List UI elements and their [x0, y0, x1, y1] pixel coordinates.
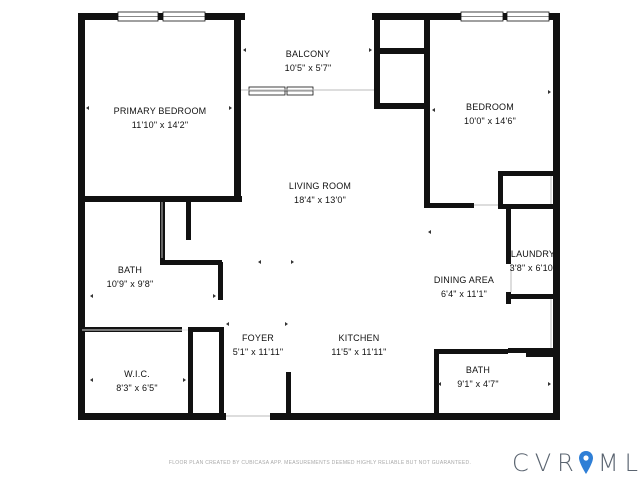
- room-label-foyer: FOYER 5'1" x 11'11": [233, 331, 284, 359]
- room-label-primary-bedroom: PRIMARY BEDROOM 11'10" x 14'2": [114, 104, 207, 132]
- room-dimensions: 11'5" x 11'11": [331, 347, 387, 357]
- room-name: LIVING ROOM: [288, 181, 352, 191]
- dimension-ticks: [86, 48, 551, 386]
- cvr-mls-logo: CVR MLS: [512, 449, 640, 477]
- disclaimer-text: FLOOR PLAN CREATED BY CUBICASA APP. MEAS…: [168, 460, 472, 466]
- room-label-living-room: LIVING ROOM 18'4" x 13'0": [289, 179, 351, 207]
- room-label-kitchen: KITCHEN 11'5" x 11'11": [331, 331, 386, 359]
- room-dimensions: 9'1" x 4'7": [457, 379, 499, 389]
- room-name: FOYER: [241, 333, 274, 343]
- room-name: BALCONY: [285, 49, 331, 59]
- room-label-laundry: LAUNDRY 3'8" x 6'10": [510, 247, 557, 275]
- room-dimensions: 10'0" x 14'6": [464, 116, 516, 126]
- room-label-balcony: BALCONY 10'5" x 5'7": [285, 47, 332, 75]
- map-pin-icon: [578, 451, 593, 474]
- room-dimensions: 5'1" x 11'11": [232, 347, 284, 357]
- room-name: LAUNDRY: [510, 249, 556, 259]
- room-name: BEDROOM: [466, 102, 514, 112]
- room-label-dining-area: DINING AREA 6'4" x 11'1": [434, 273, 494, 301]
- room-dimensions: 10'9" x 9'8": [106, 279, 154, 289]
- room-label-bath-primary: BATH 10'9" x 9'8": [107, 263, 154, 291]
- logo-text-left: CVR: [512, 449, 580, 477]
- room-label-bedroom: BEDROOM 10'0" x 14'6": [464, 100, 516, 128]
- room-name: BATH: [117, 265, 143, 275]
- room-dimensions: 3'8" x 6'10": [509, 263, 557, 273]
- room-name: BATH: [465, 365, 491, 375]
- room-dimensions: 18'4" x 13'0": [294, 195, 346, 205]
- room-dimensions: 11'10" x 14'2": [131, 120, 189, 130]
- windows: [117, 11, 550, 96]
- room-name: DINING AREA: [433, 275, 495, 285]
- room-name: KITCHEN: [338, 333, 380, 343]
- room-label-bath-second: BATH 9'1" x 4'7": [457, 363, 499, 391]
- room-dimensions: 10'5" x 5'7": [284, 63, 332, 73]
- room-label-wic: W.I.C. 8'3" x 6'5": [116, 367, 158, 395]
- room-dimensions: 8'3" x 6'5": [116, 383, 158, 393]
- door-openings: [82, 89, 552, 417]
- room-dimensions: 6'4" x 11'1": [440, 289, 488, 299]
- logo-text-right: MLS: [597, 449, 640, 477]
- room-name: W.I.C.: [124, 369, 150, 379]
- room-name: PRIMARY BEDROOM: [113, 106, 207, 116]
- window-sills: [118, 16, 549, 92]
